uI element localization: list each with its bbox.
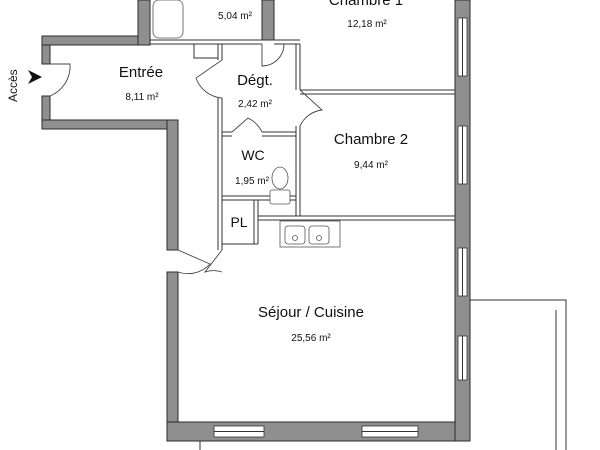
terrace-outline: [199, 299, 567, 450]
access-label: Accès: [6, 69, 20, 102]
sejour-area: 25,56 m²: [291, 333, 331, 344]
door-bath: [261, 43, 285, 67]
pl-name: PL: [230, 214, 247, 230]
entree-area: 8,11 m²: [125, 92, 159, 103]
sink-drain-left: [292, 235, 298, 241]
degt-name: Dégt.: [237, 72, 273, 89]
fixtures: [152, 0, 341, 248]
access-arrow-icon: [28, 70, 42, 84]
kitchen-sink-right: [308, 225, 330, 245]
chambre2-name: Chambre 2: [334, 131, 408, 148]
interior-walls: [150, 39, 455, 250]
kitchen-sink-left: [284, 225, 306, 245]
doors: [49, 43, 324, 275]
bath-left-wall: [137, 0, 151, 46]
sink-drain-right: [316, 235, 322, 241]
bath-area: 5,04 m²: [218, 11, 253, 22]
chambre2-area: 9,44 m²: [354, 160, 389, 171]
entree-bottom-wall: [41, 119, 177, 130]
door-wc: [231, 117, 263, 133]
chambre1-name: Chambre 1: [329, 0, 403, 9]
chambre1-area: 12,18 m²: [347, 19, 387, 30]
access-marker: Accès: [6, 69, 42, 102]
sejour-name: Séjour / Cuisine: [258, 304, 364, 321]
wc-toilet-bowl: [271, 166, 289, 190]
door-degt-entree: [195, 59, 223, 99]
bath-right-wall: [261, 0, 275, 41]
entree-top-wall: [41, 35, 151, 46]
windows: [213, 17, 468, 438]
door-chambre2: [299, 89, 324, 127]
door-sejour: [177, 249, 211, 275]
door-entree-main: [49, 63, 71, 97]
cupboard-entree: [193, 43, 219, 59]
bathtub: [152, 0, 184, 39]
wc-area: 1,95 m²: [235, 176, 270, 187]
sejour-bottom-wall: [166, 421, 471, 442]
entree-name: Entrée: [119, 64, 163, 81]
sejour-left-wall-upper: [166, 119, 179, 251]
degt-area: 2,42 m²: [238, 99, 273, 110]
door-pl: [203, 249, 223, 273]
wc-cistern: [269, 189, 291, 205]
wc-name: WC: [241, 147, 264, 163]
sejour-left-wall-lower: [166, 271, 179, 442]
room-labels: 5,04 m² Chambre 1 12,18 m² Entrée 8,11 m…: [119, 0, 408, 344]
